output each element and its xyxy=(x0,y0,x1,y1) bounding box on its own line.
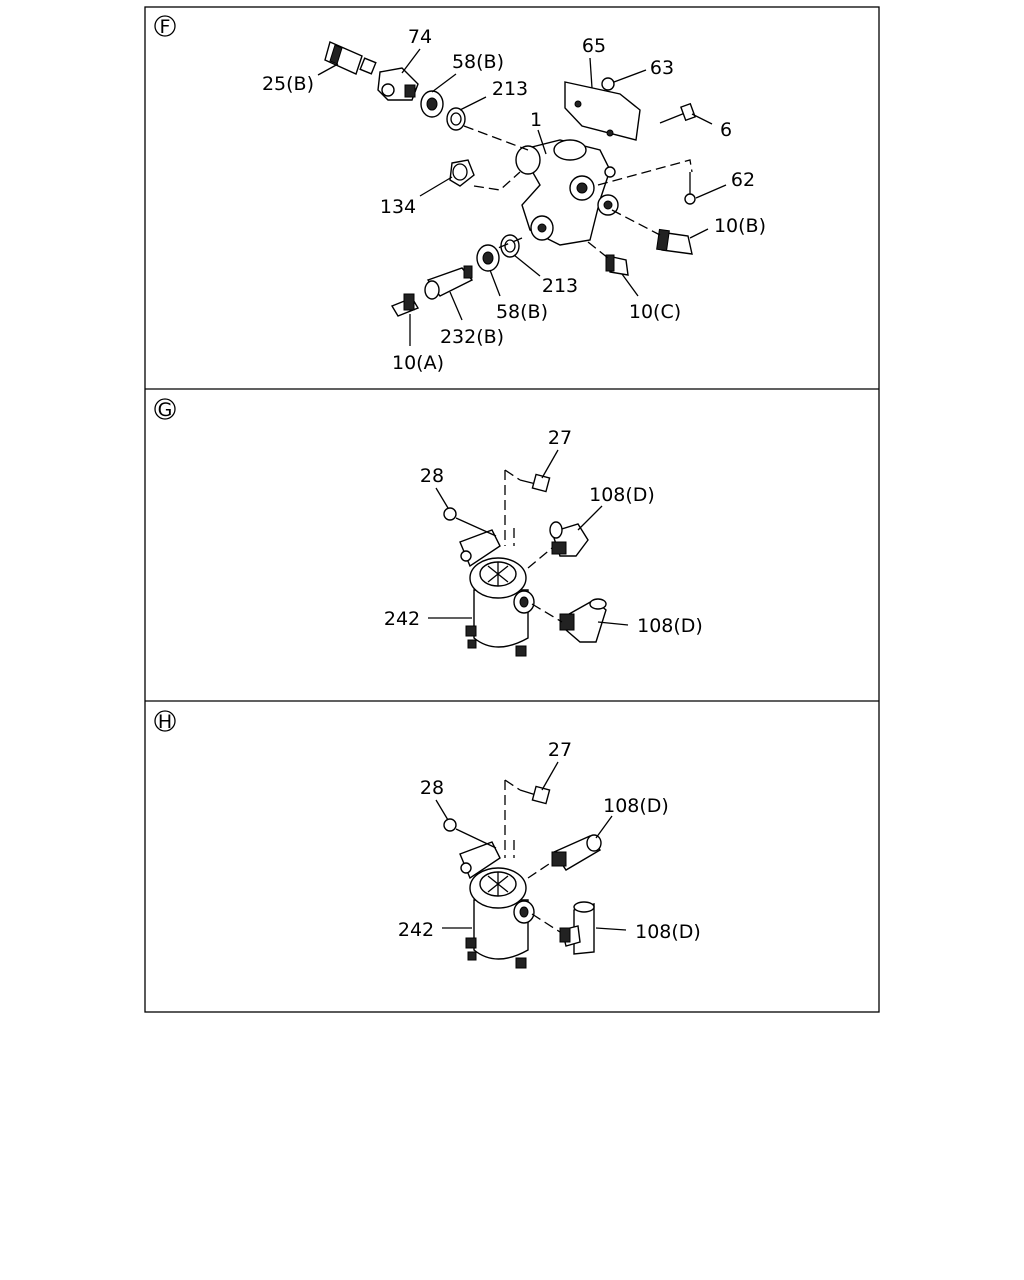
part-25b xyxy=(324,41,377,75)
diagram-frame xyxy=(144,6,880,1013)
label-25b: 25(B) xyxy=(262,73,314,95)
part-108d-top xyxy=(549,521,589,557)
label-62: 62 xyxy=(731,169,755,191)
part-10c-fitting xyxy=(605,254,629,276)
label-65: 65 xyxy=(582,35,606,57)
part-108d-bottom xyxy=(559,598,607,643)
label-108d-top: 108(D) xyxy=(589,484,655,506)
label-6: 6 xyxy=(720,119,732,141)
panel-f: F xyxy=(154,15,766,374)
label-10b: 10(B) xyxy=(714,215,766,237)
part-28-nut xyxy=(443,507,457,521)
label-10c: 10(C) xyxy=(629,301,681,323)
panel-h-marker-circle xyxy=(154,710,176,732)
panel-f-marker-circle xyxy=(154,15,176,37)
label-213-top: 213 xyxy=(492,78,528,100)
label-27: 27 xyxy=(548,739,572,761)
part-242-valve xyxy=(459,841,535,969)
part-65-bracket xyxy=(564,77,641,141)
panel-g-marker-circle xyxy=(154,398,176,420)
part-10a-fitting xyxy=(390,293,420,317)
label-242: 242 xyxy=(398,919,434,941)
part-63-nut xyxy=(601,77,615,91)
part-10b-fitting xyxy=(656,228,693,255)
label-134: 134 xyxy=(380,196,416,218)
panel-g: G xyxy=(154,398,703,657)
part-62-screw xyxy=(684,172,696,205)
part-28-nut xyxy=(443,818,457,832)
label-242: 242 xyxy=(384,608,420,630)
label-58b-top: 58(B) xyxy=(452,51,504,73)
panel-h-marker: H xyxy=(158,711,172,733)
part-58b-bottom xyxy=(476,244,500,272)
label-232b: 232(B) xyxy=(440,326,504,348)
panel-g-marker: G xyxy=(158,399,173,421)
part-1-valve-body xyxy=(515,139,619,246)
part-213-top xyxy=(446,107,466,131)
label-213-bottom: 213 xyxy=(542,275,578,297)
part-242-valve xyxy=(459,529,535,657)
part-27-bolt xyxy=(519,785,551,805)
part-134-plug xyxy=(449,159,475,187)
panel-h: H xyxy=(154,710,701,969)
part-232b xyxy=(424,265,474,300)
label-28: 28 xyxy=(420,777,444,799)
label-58b-bottom: 58(B) xyxy=(496,301,548,323)
label-28: 28 xyxy=(420,465,444,487)
label-27: 27 xyxy=(548,427,572,449)
label-74: 74 xyxy=(408,26,432,48)
panel-f-marker: F xyxy=(160,16,171,38)
label-108d-bottom: 108(D) xyxy=(635,921,701,943)
part-27-bolt xyxy=(519,473,551,493)
label-10a: 10(A) xyxy=(392,352,444,374)
part-6-bolt xyxy=(659,102,696,124)
part-58b-top xyxy=(420,90,444,118)
label-108d-bottom: 108(D) xyxy=(637,615,703,637)
label-108d-top: 108(D) xyxy=(603,795,669,817)
part-108d-top xyxy=(551,834,602,871)
label-1: 1 xyxy=(530,109,542,131)
part-74 xyxy=(377,67,419,101)
part-108d-bottom xyxy=(559,901,595,955)
label-63: 63 xyxy=(650,57,674,79)
